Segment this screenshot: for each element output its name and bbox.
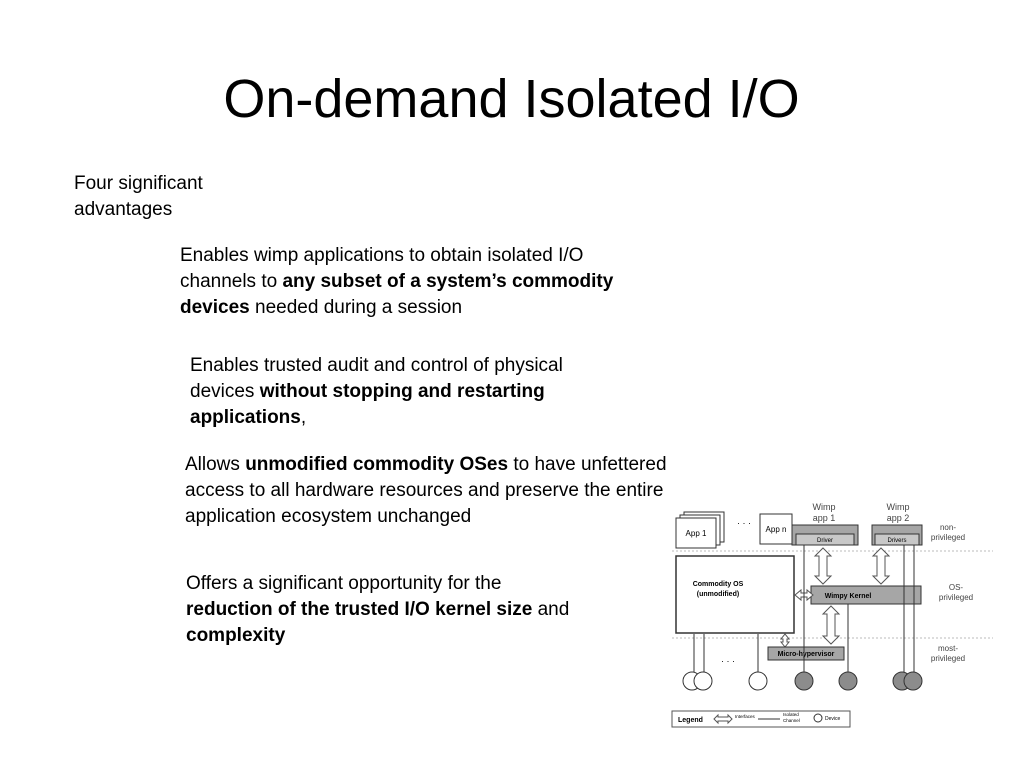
legend-isolated-label: Channel (783, 718, 800, 723)
slide-title: On-demand Isolated I/O (223, 69, 800, 129)
text: and (532, 599, 570, 620)
emphasis-text: unmodified commodity OSes (245, 454, 509, 475)
device-circle (693, 671, 713, 691)
os-privileged-label: OS- (949, 583, 964, 592)
commodity-os-label: Commodity OS (693, 581, 744, 588)
device-circle (794, 671, 814, 691)
advantage-line: devices needed during a session (180, 295, 740, 321)
drivers-box (874, 533, 920, 546)
appn-label: App n (766, 525, 787, 534)
non-privileged-label: privileged (931, 533, 965, 542)
advantage-1: Enables wimp applications to obtain isol… (180, 243, 740, 321)
most-privileged-label: privileged (931, 654, 965, 663)
advantage-line: Enables wimp applications to obtain isol… (180, 245, 584, 266)
advantage-line: Enables trusted audit and control of phy… (190, 355, 563, 376)
most-privileged-label: most- (938, 644, 958, 653)
driver-box (795, 533, 855, 546)
advantage-4: Offers a significant opportunity for the… (186, 571, 666, 649)
legend-interface-icon (713, 713, 733, 725)
text: needed during a session (249, 297, 463, 318)
legend-device-icon (813, 713, 823, 723)
advantage-line: reduction of the trusted I/O kernel size… (186, 597, 666, 623)
legend-isolated-label: Isolated (783, 712, 799, 717)
advantage-line: Allows unmodified commodity OSes to have… (185, 452, 785, 478)
commodity-os-box (675, 555, 795, 634)
wimp-app2-label: Wimp (887, 502, 910, 512)
text: Allows (185, 454, 246, 475)
wimp-app2-label: app 2 (887, 513, 910, 523)
legend-device-label: Device (825, 716, 841, 722)
advantage-line: complexity (186, 623, 666, 649)
wimpy-kernel-label: Wimpy Kernel (825, 593, 872, 600)
app1-label: App 1 (686, 529, 707, 538)
interface-arrow (779, 633, 791, 648)
os-privileged-label: privileged (939, 593, 973, 602)
architecture-diagram: App 1 · · · App n Wimp app 1 Driver Wimp… (671, 502, 993, 728)
text: devices (190, 381, 260, 402)
emphasis-text: devices (180, 297, 250, 318)
advantage-3: Allows unmodified commodity OSes to have… (185, 452, 785, 530)
emphasis-text: without stopping and restarting (259, 381, 545, 402)
text: , (300, 407, 307, 428)
emphasis-text: complexity (186, 625, 286, 646)
advantage-line: access to all hardware resources and pre… (185, 480, 664, 501)
device-circle (903, 671, 923, 691)
advantage-line: devices without stopping and restarting (190, 379, 660, 405)
text: channels to (180, 271, 283, 292)
legend-title: Legend (678, 717, 703, 724)
ellipsis: · · · (721, 656, 735, 666)
advantage-line: Offers a significant opportunity for the (186, 573, 502, 594)
driver-label: Driver (817, 538, 833, 544)
advantage-line: applications, (190, 405, 660, 431)
micro-hypervisor-box (767, 646, 845, 661)
interface-arrow (813, 547, 833, 585)
text: to have unfettered (508, 454, 667, 475)
advantage-line: application ecosystem unchanged (185, 506, 472, 527)
slide-subtitle: Four significant advantages (74, 171, 274, 223)
wimp-app1-label: app 1 (813, 513, 836, 523)
subtitle-line: Four significant (74, 173, 203, 194)
interface-arrow (821, 605, 841, 645)
emphasis-text: applications (190, 407, 301, 428)
emphasis-text: reduction of the trusted I/O kernel size (186, 599, 533, 620)
app1-box (675, 517, 717, 549)
ellipsis: · · · (737, 518, 751, 528)
advantage-2: Enables trusted audit and control of phy… (190, 353, 660, 431)
legend-interfaces-label: Interfaces (735, 714, 756, 719)
device-circle (748, 671, 768, 691)
subtitle-line: advantages (74, 199, 173, 220)
drivers-label: Drivers (888, 538, 907, 544)
wimp-app1-label: Wimp (813, 502, 836, 512)
interface-arrow (871, 547, 891, 585)
micro-hypervisor-label: Micro-hypervisor (778, 651, 835, 658)
emphasis-text: any subset of a system’s commodity (282, 271, 614, 292)
advantage-line: channels to any subset of a system’s com… (180, 269, 740, 295)
device-circle (838, 671, 858, 691)
non-privileged-label: non- (940, 523, 956, 532)
isolated-channels (693, 545, 915, 674)
commodity-os-label: (unmodified) (697, 591, 739, 598)
